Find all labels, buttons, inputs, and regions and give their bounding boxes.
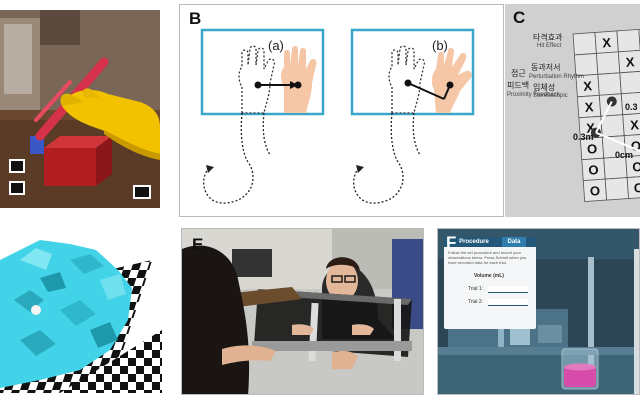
trajectory-b (353, 112, 404, 204)
grid-mark: X (584, 99, 594, 115)
ar-grid: XXXXXXXOOOOOO (572, 27, 640, 203)
panel-c-label: C (513, 8, 526, 27)
panel-f: Procedure Data Follow the set procedure … (437, 228, 640, 395)
grid-mark: O (630, 138, 640, 154)
c-prox-kr2: 피드백 (507, 80, 529, 90)
hand-b (388, 45, 472, 114)
grid-cell (595, 51, 621, 75)
c-hit-kr: 타격효과 (533, 32, 563, 42)
panel-d-render (0, 230, 162, 393)
panel-b-diagram: (a) (b) (200, 28, 475, 204)
panel-e-label: E (192, 235, 204, 254)
grid-cell (604, 177, 630, 201)
grid-mark: O (589, 183, 600, 199)
grid-mark: X (602, 35, 612, 51)
vr-trial-2-label: Trial 2: (468, 299, 484, 305)
grid-mark: X (630, 117, 640, 133)
mirror-box (254, 289, 412, 357)
vr-tab-procedure[interactable]: Procedure (459, 239, 489, 245)
yellow-glove (60, 88, 160, 160)
vr-trial-2-input[interactable] (488, 299, 528, 306)
panel-e: E (181, 228, 424, 395)
c-dist-2: 0.3 (625, 102, 638, 112)
panel-f-label: F (446, 233, 457, 252)
grid-mark: X (586, 120, 596, 136)
panel-c-ar-view: XXXXXXXOOOOOO 타격효과 Hit Effect 동과저서 Pertu… (505, 4, 640, 217)
panel-b-sub-a: (a) (268, 38, 284, 53)
panel-c: C XXXXXXXOOOOOO 타격효과 Hit Effect 동과저서 Per… (505, 4, 640, 217)
grid-mark: O (632, 159, 640, 175)
c-hit-en: Hit Effect (537, 43, 562, 49)
grid-cell (572, 32, 597, 56)
grid-mark: O (586, 141, 597, 157)
grid-mark: X (583, 78, 593, 94)
panel-b-sub-b: (b) (432, 38, 448, 53)
vr-form-panel: Procedure Data Follow the set procedure … (444, 237, 536, 329)
grid-cell (597, 72, 622, 96)
panel-a (0, 10, 160, 208)
vr-tab-bar (444, 237, 536, 247)
vr-instruction: Follow the set procedure and record your… (448, 250, 527, 265)
panel-d (0, 230, 162, 393)
vr-trial-1-input[interactable] (488, 286, 528, 293)
c-solid-kr: 입체성 (533, 82, 555, 92)
c-dist-3: 0cm (615, 150, 633, 160)
cyan-mesh (0, 240, 132, 388)
panel-e-photo (182, 229, 423, 394)
vr-trial-1-label: Trial 1: (468, 286, 484, 292)
grid-mark: O (633, 180, 640, 196)
c-solid-en: Stereoscopic (533, 93, 568, 99)
grid-cell (619, 70, 640, 95)
hand-a (238, 45, 317, 114)
c-prox-en: Proximity Feedback (507, 92, 561, 98)
frame-b (350, 28, 475, 116)
panel-b: B (a) (b) (179, 4, 504, 217)
grid-mark: O (588, 162, 599, 178)
trajectory-a (203, 112, 254, 204)
frame-a (200, 28, 325, 116)
c-motion-en: Perturbation Rhythm (529, 74, 584, 80)
grid-cell (574, 52, 599, 77)
panel-b-label: B (189, 9, 202, 28)
c-motion-kr: 동과저서 (531, 63, 560, 72)
c-prox-kr: 접근 (511, 68, 526, 78)
vr-tab-data[interactable]: Data (502, 237, 526, 247)
panel-a-photo (0, 10, 160, 208)
vr-volume-title: Volume (mL) (474, 273, 504, 279)
beaker (561, 348, 599, 390)
grid-mark: X (625, 54, 635, 70)
grid-cell (616, 28, 640, 53)
c-dist-1: 0.3m (573, 132, 594, 142)
